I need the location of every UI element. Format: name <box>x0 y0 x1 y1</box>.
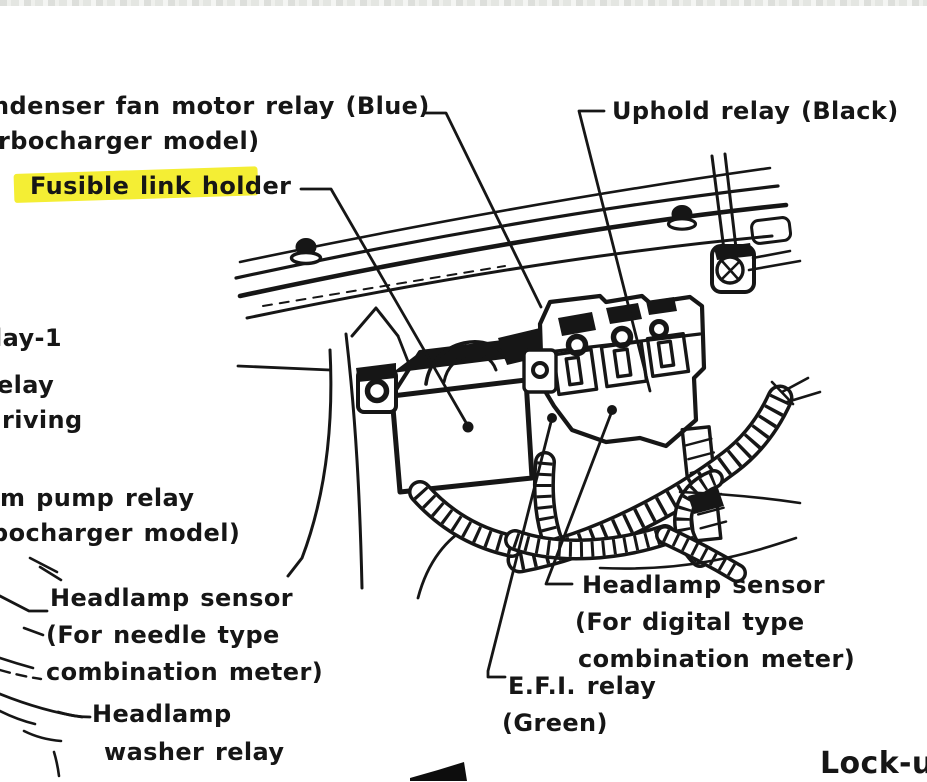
scan-edge-artifact <box>0 0 927 6</box>
callout-lockup-fragment: Lock-u <box>820 746 927 781</box>
callout-fragment-turbocharger: bocharger model) <box>0 519 241 547</box>
callout-fragment-pump-relay: m pump relay <box>0 484 195 512</box>
callout-headlamp-needle-line1: Headlamp sensor <box>50 584 293 612</box>
leader-headlamp-needle <box>0 594 49 613</box>
leader-headlamp-washer <box>56 710 92 719</box>
callout-headlamp-washer-line1: Headlamp <box>92 700 232 728</box>
callout-efi-relay-line2: (Green) <box>502 709 608 737</box>
leader-lines <box>0 109 652 719</box>
rail-bolt-left <box>289 238 323 266</box>
callout-condenser-fan-line2: rbocharger model) <box>0 127 260 155</box>
callout-fusible-link-holder: Fusible link holder <box>30 172 292 200</box>
callout-fragment-driving: riving <box>2 406 83 434</box>
callout-uphold-relay: Uphold relay (Black) <box>612 97 899 125</box>
leader-efi <box>486 416 554 679</box>
callout-headlamp-washer-line2: washer relay <box>104 738 285 766</box>
callout-headlamp-digital-line1: Headlamp sensor <box>582 571 825 599</box>
callout-headlamp-digital-line3: combination meter) <box>578 645 856 673</box>
callout-condenser-fan-line1: ndenser fan motor relay (Blue) <box>0 92 430 120</box>
callout-fragment-relay: elay <box>0 371 55 399</box>
leader-condenser-fan <box>422 111 543 309</box>
leader-uphold <box>577 109 652 393</box>
callout-efi-relay-line1: E.F.I. relay <box>508 672 657 700</box>
harness-tubes <box>408 376 822 583</box>
leader-fusible-link <box>299 187 470 428</box>
callout-headlamp-needle-line3: combination meter) <box>46 658 324 686</box>
callout-fragment-relay-1: lay-1 <box>0 324 62 352</box>
callout-headlamp-digital-line2: (For digital type <box>575 608 805 636</box>
leader-headlamp-digital <box>544 409 614 586</box>
front-rail <box>234 166 789 320</box>
hood-prop-rod <box>710 152 802 294</box>
callout-headlamp-needle-line2: (For needle type <box>46 621 280 649</box>
rail-bolt-right <box>666 205 698 231</box>
leader-dots <box>462 405 617 433</box>
bottom-wedge-fragment <box>410 762 467 781</box>
